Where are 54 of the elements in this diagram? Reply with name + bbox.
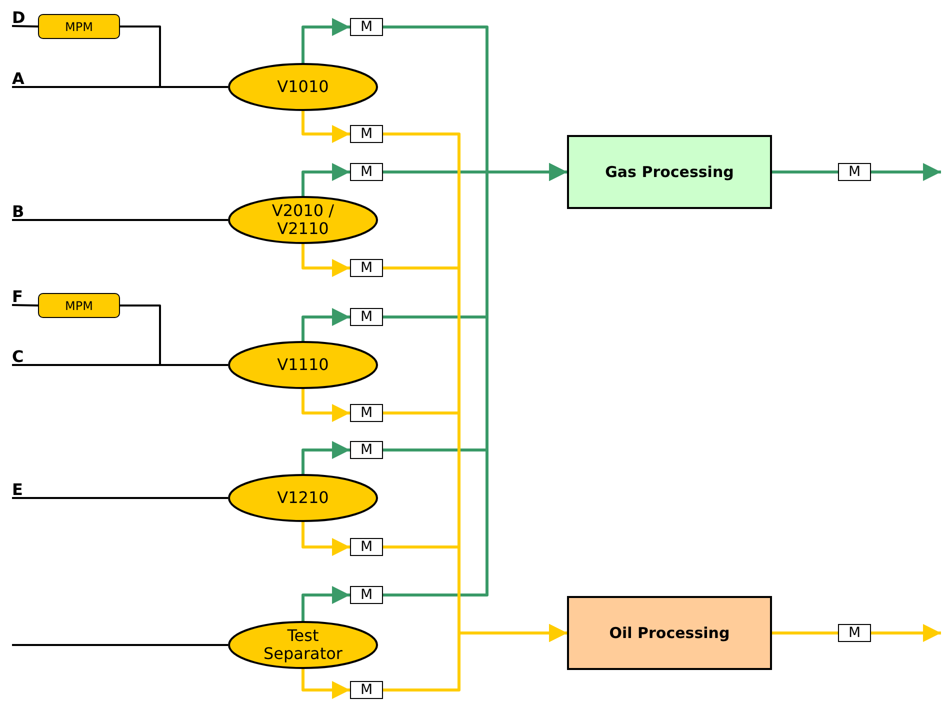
flow-arrow	[302, 441, 350, 474]
meter-box: M	[350, 404, 383, 422]
meter-box: M	[350, 163, 383, 181]
meter-box: M	[350, 259, 383, 277]
meter-box: M	[838, 163, 871, 181]
meter-box: M	[350, 308, 383, 326]
flow-arrow	[302, 111, 350, 143]
separator-vessel	[228, 63, 378, 111]
flow-arrow	[302, 389, 350, 422]
process-box: Gas Processing	[567, 135, 772, 209]
meter-box: M	[350, 125, 383, 143]
flow-arrow	[302, 586, 350, 621]
mpm-box: MPM	[38, 14, 120, 39]
process-box: Oil Processing	[567, 596, 772, 670]
vessel-label: V2010 / V2110	[270, 202, 336, 238]
flow-arrow	[871, 624, 941, 642]
separator-vessel	[228, 341, 378, 389]
meter-box: M	[350, 681, 383, 699]
stream-letter: C	[12, 348, 32, 365]
flow-arrow	[302, 308, 350, 341]
stream-letter: D	[12, 9, 32, 26]
separator-vessel	[228, 196, 378, 244]
vessel-label: V1010	[277, 78, 329, 96]
meter-box: M	[350, 538, 383, 556]
flow-arrow	[302, 163, 350, 196]
stream-letter: B	[12, 203, 32, 220]
flow-arrow	[302, 244, 350, 277]
vessel-label: V1210	[277, 489, 329, 507]
pipe-line	[772, 632, 838, 634]
stream-letter: E	[12, 481, 32, 498]
vessel-label: Test Separator	[262, 627, 344, 663]
flow-arrow	[383, 624, 567, 692]
pipe-line	[12, 644, 228, 646]
meter-box: M	[350, 441, 383, 459]
flow-arrow	[302, 522, 350, 556]
pipe-line	[12, 219, 228, 221]
stream-letter: F	[12, 288, 32, 305]
pipe-line	[12, 25, 38, 28]
pipe-line	[772, 170, 838, 174]
mpm-box: MPM	[38, 293, 120, 318]
flow-arrow	[302, 18, 350, 63]
meter-box: M	[838, 624, 871, 642]
flow-arrow	[871, 163, 941, 181]
pipe-line	[12, 364, 228, 366]
flow-arrow	[302, 669, 350, 699]
separator-vessel	[228, 621, 378, 669]
stream-letter: A	[12, 70, 32, 87]
separator-vessel	[228, 474, 378, 522]
pipe-line	[12, 497, 228, 499]
vessel-label: V1110	[277, 356, 329, 374]
pipe-line	[12, 86, 228, 88]
pipe-line	[12, 304, 38, 306]
meter-box: M	[350, 586, 383, 604]
meter-box: M	[350, 18, 383, 36]
